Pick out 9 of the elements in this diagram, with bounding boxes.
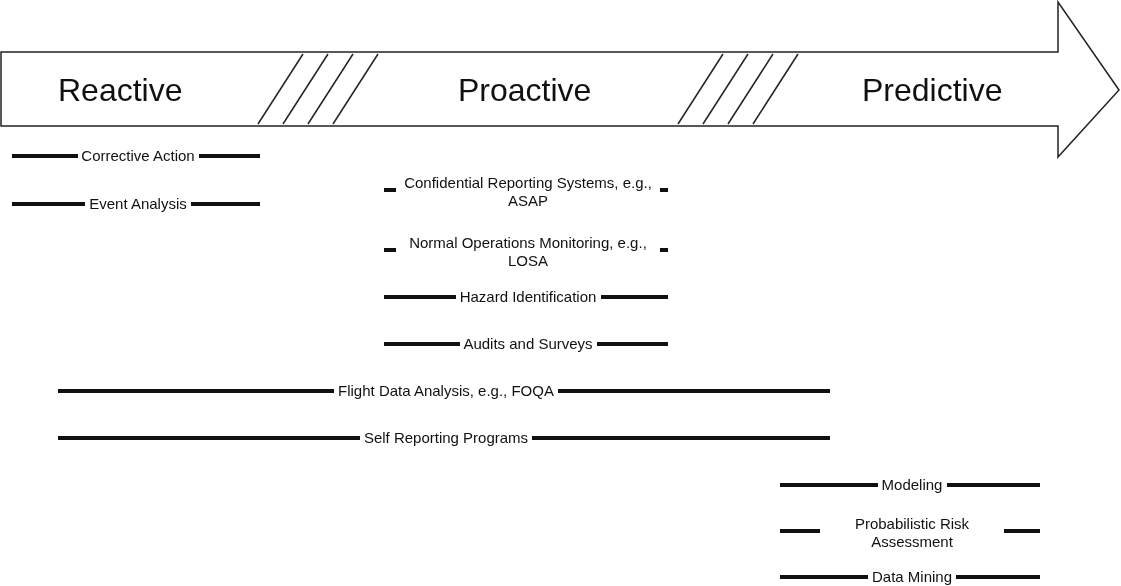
range-label: Event Analysis: [85, 195, 191, 213]
phase-label: Predictive: [862, 72, 1003, 108]
range-label: Data Mining: [868, 568, 956, 586]
range-label: Modeling: [877, 476, 947, 494]
phase-label: Proactive: [458, 72, 592, 108]
range-label: Self Reporting Programs: [360, 429, 532, 447]
phase-label: Reactive: [58, 72, 183, 108]
range-label: Audits and Surveys: [459, 335, 597, 353]
range-label: Flight Data Analysis, e.g., FOQA: [334, 382, 558, 400]
